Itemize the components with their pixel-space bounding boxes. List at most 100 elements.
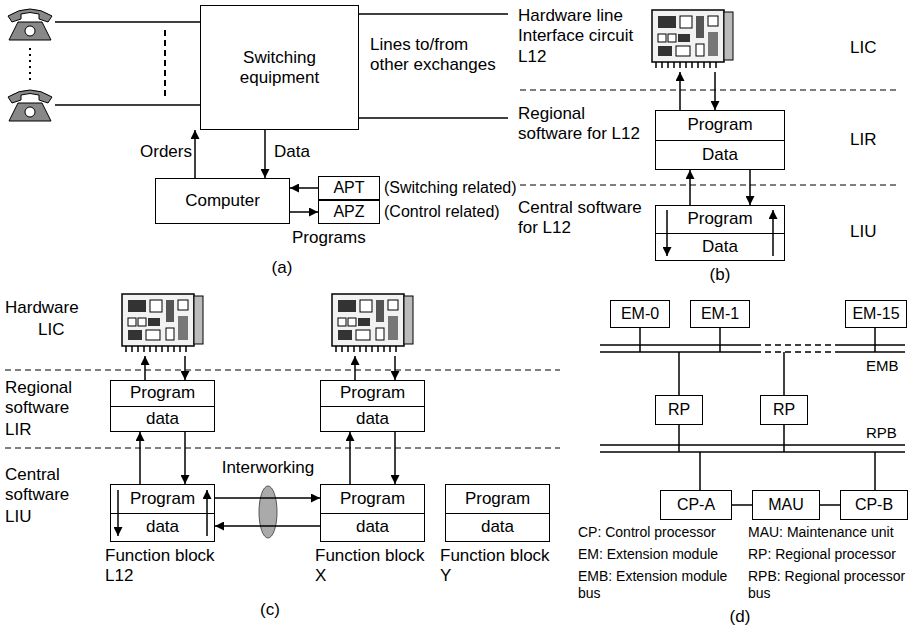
- arrow: [117, 490, 119, 536]
- text-cell: Program: [656, 206, 784, 233]
- annotation-label: Regional software for L12: [518, 104, 643, 145]
- text-cell: APZ: [319, 201, 379, 223]
- annotation-label: (a): [262, 258, 302, 278]
- annotation-label: Lines to/from other exchanges: [370, 35, 510, 76]
- annotation-label: LIR: [850, 130, 895, 150]
- connector: [264, 130, 266, 178]
- text-cell: APT: [319, 177, 379, 199]
- program-data-block: ProgramData: [655, 110, 785, 170]
- circuit-card: [332, 294, 413, 352]
- arrow: [354, 356, 356, 380]
- node-text: Data: [702, 145, 738, 165]
- text-cell: CP-B: [841, 491, 907, 519]
- bus-lines: [600, 328, 905, 490]
- annotation-label: (d): [720, 607, 760, 627]
- text-cell: data: [111, 406, 214, 432]
- layer-divider: [5, 369, 560, 370]
- arrow: [144, 356, 146, 380]
- text-cell: Program: [321, 381, 424, 406]
- annotation-label: Hardware line Interface circuit L12: [518, 6, 646, 67]
- trunk-line: [355, 13, 508, 15]
- circuit-card: [122, 294, 203, 352]
- arrow: [679, 72, 681, 110]
- text-cell: data: [321, 406, 424, 432]
- text-cell: CP-A: [661, 491, 731, 519]
- text-cell: data: [111, 513, 214, 542]
- process-box: CP-A: [660, 490, 732, 520]
- node-text: Program: [130, 383, 195, 403]
- node-text: data: [356, 517, 389, 537]
- node-text: EM-1: [701, 305, 739, 323]
- node-text: Computer: [185, 191, 260, 211]
- arrow: [184, 356, 186, 380]
- text-cell: Program: [111, 485, 214, 513]
- node-text: Program: [465, 489, 530, 509]
- dashed-line: [164, 30, 166, 97]
- annotation-label: CP: Control processor: [578, 524, 743, 541]
- connector: [349, 432, 351, 484]
- text-cell: EM-0: [611, 301, 669, 327]
- annotation-label: Central software for L12: [518, 198, 643, 239]
- process-box: EM-1: [690, 300, 750, 328]
- annotation-label: LIC: [850, 38, 895, 58]
- interworking-ellipse: [259, 486, 277, 538]
- annotation-label: LIC: [38, 320, 88, 340]
- edge-label: Data: [272, 142, 328, 162]
- connector: [689, 170, 691, 205]
- node-text: APZ: [333, 203, 364, 221]
- arrow: [772, 210, 774, 256]
- process-box: EM-0: [610, 300, 670, 328]
- circuit-card: [652, 10, 733, 68]
- text-cell: data: [321, 513, 424, 542]
- layer-divider: [5, 447, 560, 448]
- connector: [139, 432, 141, 484]
- annotation-label: EM: Extension module: [578, 546, 743, 563]
- node-text: RP: [773, 401, 795, 419]
- connector: [184, 432, 186, 484]
- layer-divider: [520, 184, 900, 185]
- connector: [749, 170, 751, 205]
- process-box: APZ: [318, 200, 380, 224]
- node-text: EM-0: [621, 305, 659, 323]
- telephone-icon: [8, 90, 52, 121]
- annotation-label: RP: Regional processor: [748, 546, 908, 563]
- node-text: Switching equipment: [205, 48, 354, 87]
- program-data-block: Programdata: [445, 484, 550, 542]
- annotation-label: EMB: [866, 357, 908, 375]
- annotation-label: Function block Y: [440, 546, 555, 587]
- node-text: data: [356, 409, 389, 429]
- process-box: RP: [655, 395, 703, 425]
- text-cell: RP: [761, 396, 807, 424]
- process-box: CP-B: [840, 490, 908, 520]
- process-box: EM-15: [845, 300, 907, 328]
- connector: [194, 130, 196, 178]
- arrow: [666, 210, 668, 256]
- node-text: APT: [333, 179, 364, 197]
- connector: [215, 525, 320, 527]
- text-cell: Data: [656, 233, 784, 261]
- layer-divider: [520, 89, 900, 90]
- process-box: APT: [318, 176, 380, 200]
- node-text: CP-B: [855, 496, 893, 514]
- trunk-line: [355, 117, 508, 119]
- process-box: RP: [760, 395, 808, 425]
- dotted-line: [29, 48, 31, 84]
- arrow: [394, 356, 396, 380]
- program-data-block: Program data: [110, 380, 215, 432]
- annotation-label: Central software: [5, 465, 100, 506]
- text-cell: MAU: [753, 491, 819, 519]
- connector: [394, 432, 396, 484]
- annotation-label: (b): [700, 265, 740, 285]
- node-text: RP: [668, 401, 690, 419]
- annotation-label: (c): [250, 600, 290, 620]
- subscriber-line: [55, 21, 200, 23]
- annotation-label: LIR: [5, 420, 55, 440]
- process-box: Computer: [155, 178, 290, 224]
- annotation-label: Regional software: [5, 378, 100, 419]
